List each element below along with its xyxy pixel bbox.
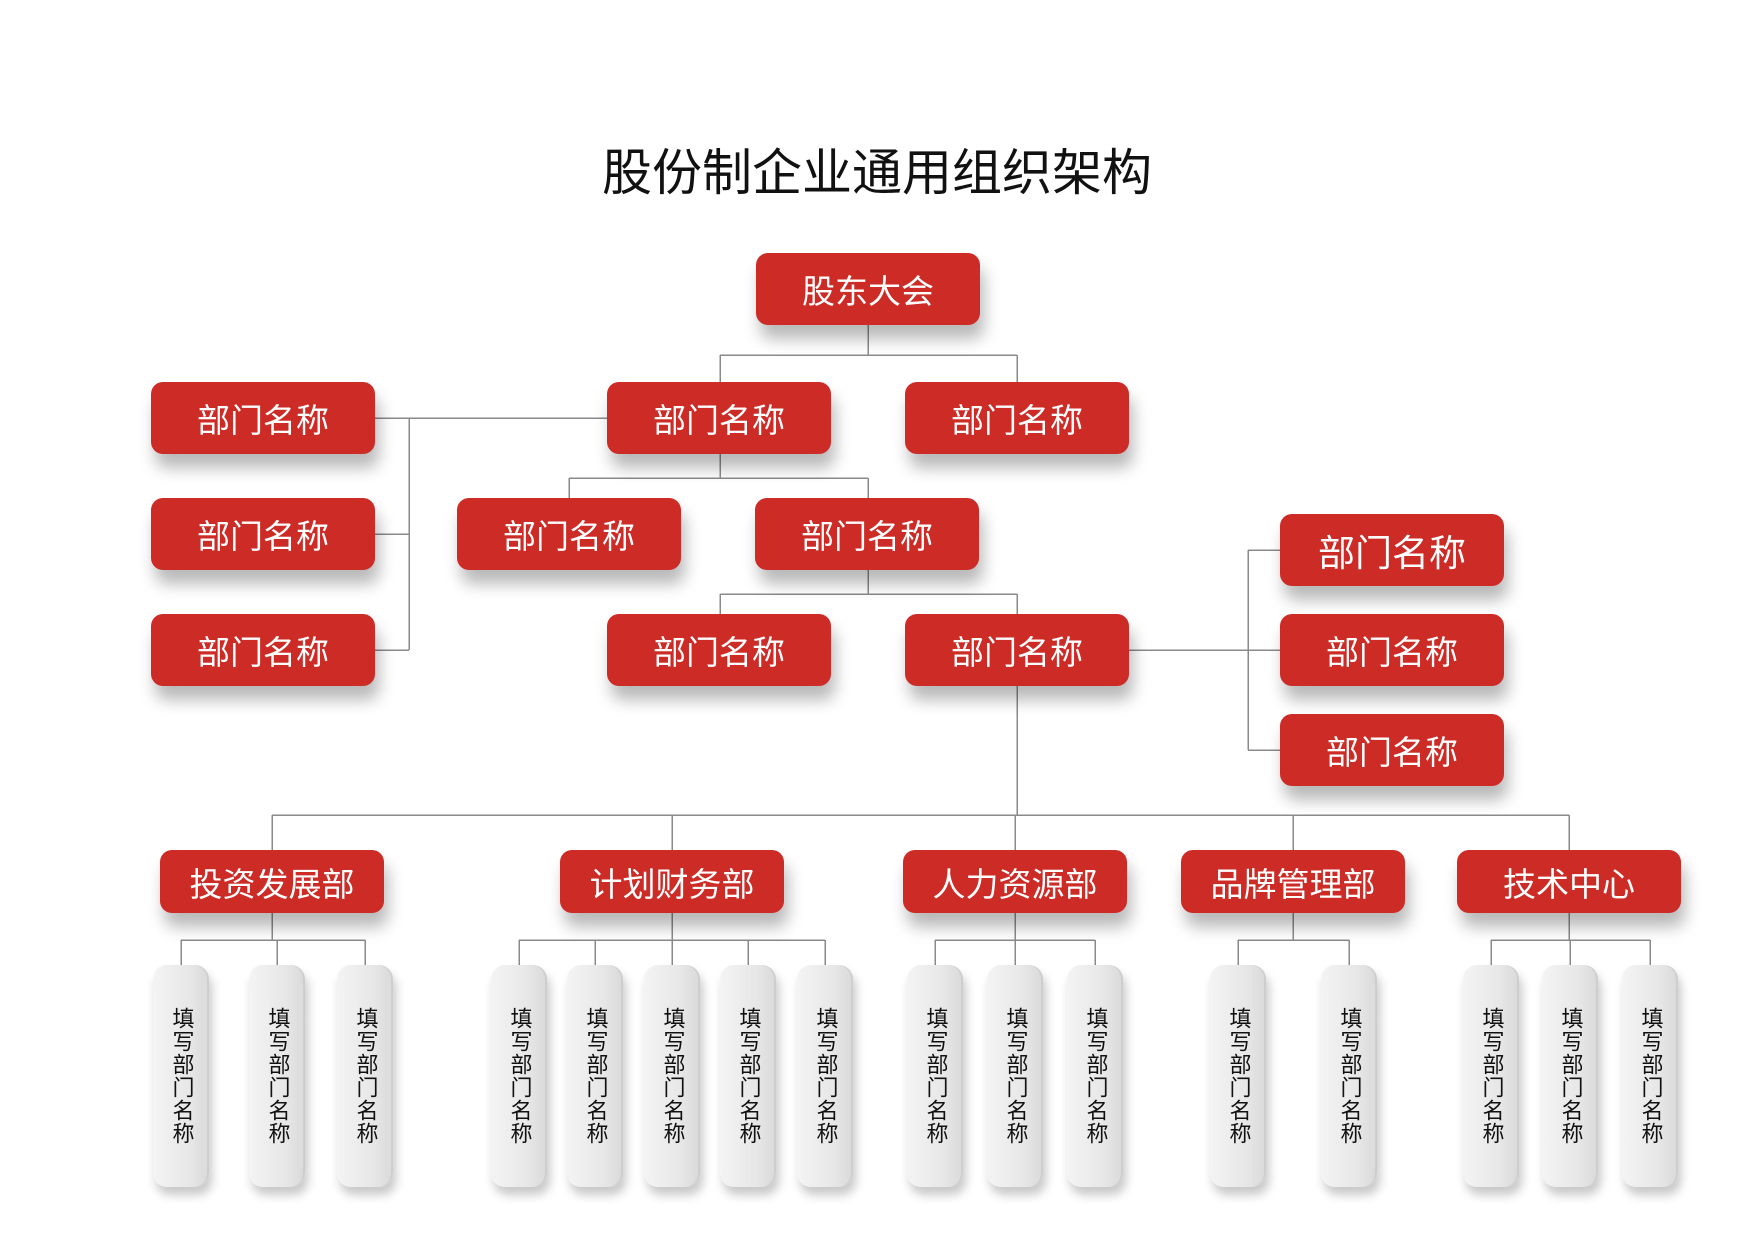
node-right-column-3: 部门名称 — [1280, 714, 1504, 786]
chart-title: 股份制企业通用组织架构 — [602, 144, 1152, 202]
node-level3-left: 部门名称 — [607, 614, 831, 686]
leaf-finance-3: 填写部门名称 — [644, 965, 700, 1187]
node-level2-left: 部门名称 — [457, 498, 681, 570]
leaf-finance-2: 填写部门名称 — [567, 965, 623, 1187]
node-left-column-3: 部门名称 — [151, 614, 375, 686]
node-right-column-2: 部门名称 — [1280, 614, 1504, 686]
node-level1-right: 部门名称 — [905, 382, 1129, 454]
leaf-tech-1: 填写部门名称 — [1463, 965, 1519, 1187]
leaf-brand-1: 填写部门名称 — [1210, 965, 1266, 1187]
dept-investment-development: 投资发展部 — [160, 850, 384, 913]
node-right-column-1: 部门名称 — [1280, 514, 1504, 586]
leaf-brand-2: 填写部门名称 — [1321, 965, 1377, 1187]
dept-brand-management: 品牌管理部 — [1181, 850, 1405, 913]
leaf-hr-2: 填写部门名称 — [987, 965, 1043, 1187]
leaf-investment-1: 填写部门名称 — [153, 965, 209, 1187]
node-left-column-1: 部门名称 — [151, 382, 375, 454]
leaf-tech-3: 填写部门名称 — [1622, 965, 1678, 1187]
node-shareholders-meeting: 股东大会 — [756, 253, 980, 325]
leaf-finance-4: 填写部门名称 — [720, 965, 776, 1187]
dept-technology-center: 技术中心 — [1457, 850, 1681, 913]
node-level3-right: 部门名称 — [905, 614, 1129, 686]
node-left-column-2: 部门名称 — [151, 498, 375, 570]
node-level2-right: 部门名称 — [755, 498, 979, 570]
leaf-hr-3: 填写部门名称 — [1067, 965, 1123, 1187]
leaf-finance-1: 填写部门名称 — [491, 965, 547, 1187]
leaf-investment-2: 填写部门名称 — [249, 965, 305, 1187]
leaf-tech-2: 填写部门名称 — [1542, 965, 1598, 1187]
leaf-investment-3: 填写部门名称 — [337, 965, 393, 1187]
node-level1-center: 部门名称 — [607, 382, 831, 454]
dept-human-resources: 人力资源部 — [903, 850, 1127, 913]
dept-planning-finance: 计划财务部 — [560, 850, 784, 913]
leaf-hr-1: 填写部门名称 — [907, 965, 963, 1187]
leaf-finance-5: 填写部门名称 — [797, 965, 853, 1187]
